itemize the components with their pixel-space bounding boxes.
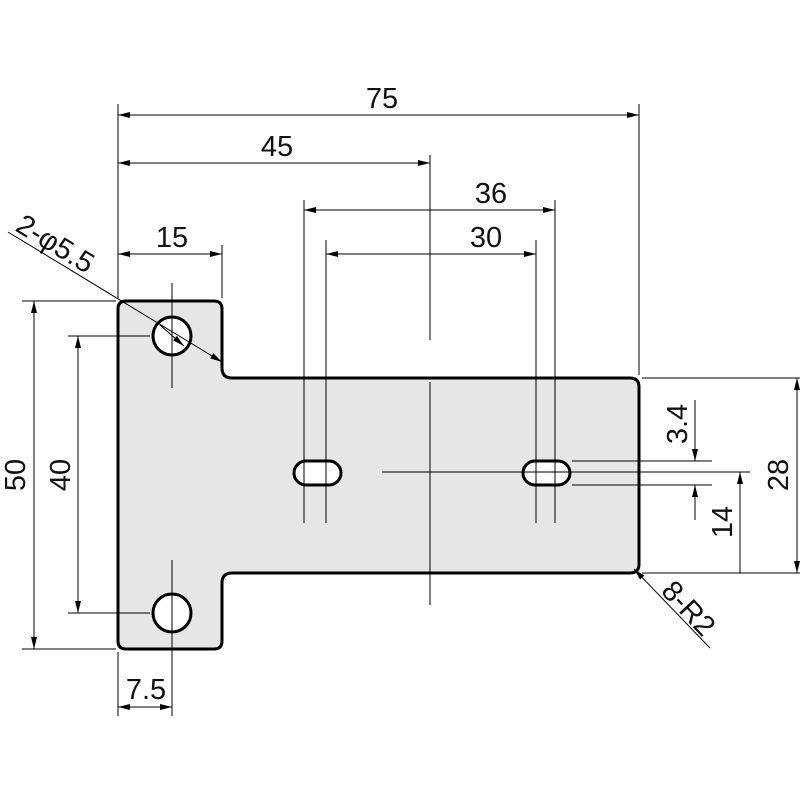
- dim-45-label: 45: [261, 131, 293, 163]
- radius-callout-label: 8-R2: [655, 575, 721, 643]
- extension-lines: [22, 104, 800, 716]
- hole-leader: [7, 231, 223, 363]
- dim-40-label: 40: [45, 459, 77, 491]
- radius-leader: [633, 568, 711, 649]
- dim-50-label: 50: [0, 459, 32, 491]
- dim-3-4-label: 3.4: [662, 404, 694, 444]
- center-lines: [171, 155, 640, 668]
- hole-leader-inner: [159, 324, 185, 347]
- dim-30-label: 30: [470, 222, 502, 254]
- dim-75-label: 75: [366, 83, 398, 115]
- dim-14-label: 14: [707, 506, 739, 538]
- bracket-outline: [116, 299, 641, 651]
- right-slot: [521, 459, 572, 487]
- dim-7-5-label: 7.5: [126, 674, 166, 706]
- dim-15-label: 15: [156, 222, 188, 254]
- hole-callout-label: 2-φ5.5: [10, 209, 99, 280]
- dimension-lines: [7, 112, 800, 710]
- dim-28-label: 28: [763, 459, 795, 491]
- dim-36-label: 36: [475, 178, 507, 210]
- left-slot: [292, 459, 343, 487]
